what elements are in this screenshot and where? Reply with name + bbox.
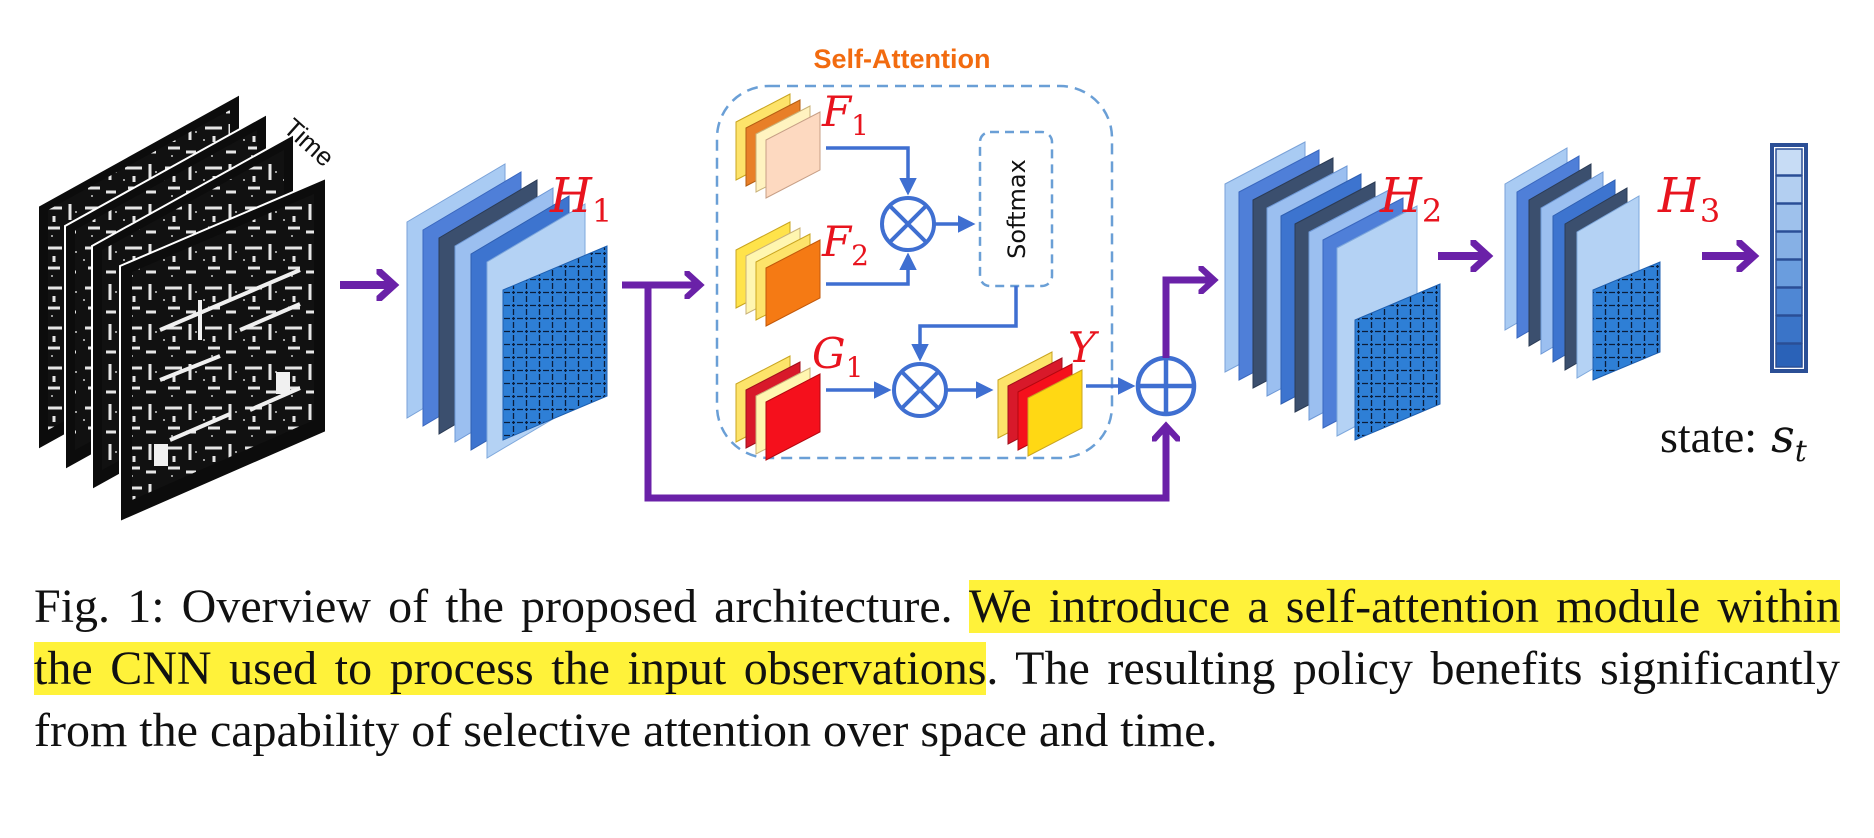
flow-f2-to-multiply <box>826 252 917 286</box>
state-label: state:st <box>1660 409 1808 469</box>
y-stack <box>997 351 1083 457</box>
arrow-add-to-h2 <box>1162 280 1214 358</box>
figure-caption: Fig. 1: Overview of the proposed archite… <box>34 576 1840 762</box>
f2-stack <box>735 221 821 327</box>
caption-suffix: . The resulting policy benefits signific… <box>34 642 1840 757</box>
h2-label: H2 <box>1379 168 1442 230</box>
h3-feature-stack <box>1504 147 1661 381</box>
input-frames <box>37 92 327 524</box>
f1-label: F1 <box>821 87 869 142</box>
state-vector <box>1770 143 1808 373</box>
self-attention-title: Self-Attention <box>814 44 991 74</box>
multiply-node-2 <box>892 362 948 418</box>
architecture-diagram: Time H1 Self-Attention F1 F2 G1 <box>37 44 1808 524</box>
self-attention-box <box>715 84 1114 460</box>
g1-label: G1 <box>812 329 863 384</box>
flow-softmax-to-multiply <box>911 286 1018 362</box>
y-label: Y <box>1068 323 1100 372</box>
f2-label: F2 <box>821 217 869 272</box>
flow-f1-to-multiply <box>826 146 917 196</box>
h1-feature-stack <box>406 163 608 459</box>
skip-connection-arrow <box>644 285 1166 502</box>
multiply-node-1 <box>880 196 936 252</box>
h3-label: H3 <box>1657 168 1720 230</box>
h2-feature-stack <box>1224 141 1441 441</box>
h1-label: H1 <box>549 168 612 230</box>
caption-prefix: Fig. 1: Overview of the proposed archite… <box>34 580 969 633</box>
g1-stack <box>735 355 821 461</box>
input-frame <box>119 176 327 524</box>
add-node <box>1135 355 1197 417</box>
f1-stack <box>735 93 821 199</box>
softmax-label: Softmax <box>1003 159 1031 259</box>
